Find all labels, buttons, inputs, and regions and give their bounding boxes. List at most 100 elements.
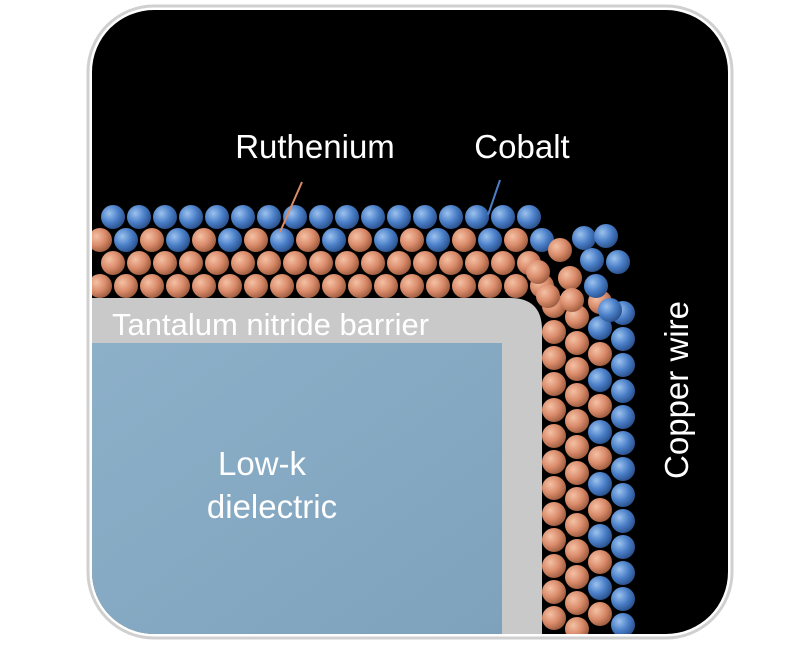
cobalt-atom <box>270 228 294 252</box>
cobalt-atom <box>611 353 635 377</box>
ruthenium-atom <box>244 228 268 252</box>
ruthenium-atom <box>565 617 589 634</box>
cobalt-atom <box>361 205 385 229</box>
ruthenium-atom <box>140 228 164 252</box>
ruthenium-atom <box>257 251 281 275</box>
ruthenium-atom <box>192 274 216 298</box>
ruthenium-atom <box>387 251 411 275</box>
cobalt-atom <box>611 327 635 351</box>
ruthenium-atom <box>588 342 612 366</box>
cobalt-atom <box>588 420 612 444</box>
ruthenium-atom <box>565 383 589 407</box>
ruthenium-atom <box>244 274 268 298</box>
ruthenium-atom <box>542 606 566 630</box>
cobalt-atom <box>606 250 630 274</box>
ruthenium-atom <box>565 435 589 459</box>
ruthenium-atom <box>536 284 560 308</box>
ruthenium-atom <box>270 274 294 298</box>
cobalt-atom <box>153 205 177 229</box>
dielectric-label-line2: dielectric <box>207 488 337 525</box>
ruthenium-label: Ruthenium <box>235 128 395 165</box>
ruthenium-atom <box>588 550 612 574</box>
cobalt-atom <box>387 205 411 229</box>
cobalt-atom <box>580 248 604 272</box>
cobalt-atom <box>218 228 242 252</box>
cobalt-leader-line <box>487 179 501 216</box>
cobalt-atom <box>465 205 489 229</box>
ruthenium-atom <box>565 513 589 537</box>
ruthenium-atom <box>565 409 589 433</box>
cobalt-atom <box>611 457 635 481</box>
cobalt-atom <box>611 379 635 403</box>
cobalt-atom <box>101 205 125 229</box>
cobalt-atom <box>322 228 346 252</box>
barrier-label: Tantalum nitride barrier <box>112 307 429 342</box>
ruthenium-atom <box>542 320 566 344</box>
cobalt-atom <box>478 228 502 252</box>
cobalt-atom <box>374 228 398 252</box>
cobalt-atom <box>439 205 463 229</box>
cobalt-atom <box>257 205 281 229</box>
cobalt-label: Cobalt <box>474 128 569 165</box>
ruthenium-atom <box>542 372 566 396</box>
ruthenium-atom <box>542 580 566 604</box>
cobalt-atom <box>517 205 541 229</box>
ruthenium-atom <box>491 251 515 275</box>
cobalt-atom <box>598 298 622 322</box>
ruthenium-atom <box>542 398 566 422</box>
ruthenium-atom <box>153 251 177 275</box>
cobalt-atom <box>588 576 612 600</box>
ruthenium-atom <box>114 274 138 298</box>
cobalt-atom <box>611 431 635 455</box>
cobalt-atom <box>231 205 255 229</box>
cobalt-atom <box>530 228 554 252</box>
cobalt-atom <box>166 228 190 252</box>
cobalt-atom <box>335 205 359 229</box>
ruthenium-atom <box>400 274 424 298</box>
cobalt-atom <box>572 226 596 250</box>
dielectric-label-line1: Low-k <box>218 445 307 482</box>
ruthenium-atom <box>478 274 502 298</box>
ruthenium-atom <box>92 228 112 252</box>
cobalt-atom <box>588 368 612 392</box>
ruthenium-atom <box>296 274 320 298</box>
ruthenium-atom <box>452 228 476 252</box>
ruthenium-atom <box>565 539 589 563</box>
cobalt-atom <box>426 228 450 252</box>
ruthenium-atom <box>542 346 566 370</box>
ruthenium-atom <box>588 498 612 522</box>
cobalt-atom <box>588 472 612 496</box>
ruthenium-atom <box>542 554 566 578</box>
ruthenium-atom <box>565 565 589 589</box>
ruthenium-atom <box>348 274 372 298</box>
ruthenium-atom <box>542 424 566 448</box>
ruthenium-atom <box>283 251 307 275</box>
ruthenium-atom <box>565 591 589 615</box>
cobalt-atom <box>309 205 333 229</box>
ruthenium-atom <box>565 357 589 381</box>
ruthenium-atom <box>542 528 566 552</box>
ruthenium-atom <box>127 251 151 275</box>
ruthenium-atom <box>439 251 463 275</box>
ruthenium-atom <box>542 450 566 474</box>
ruthenium-atom <box>548 238 572 262</box>
cobalt-atom <box>205 205 229 229</box>
cobalt-atom <box>611 405 635 429</box>
cobalt-atom <box>114 228 138 252</box>
cobalt-atom <box>588 524 612 548</box>
ruthenium-atom <box>565 487 589 511</box>
ruthenium-atom <box>504 228 528 252</box>
cobalt-atom <box>611 587 635 611</box>
ruthenium-atom <box>526 260 550 284</box>
ruthenium-atom <box>361 251 385 275</box>
ruthenium-atom <box>565 331 589 355</box>
ruthenium-atom <box>101 251 125 275</box>
ruthenium-atom <box>558 266 582 290</box>
ruthenium-atom <box>542 502 566 526</box>
ruthenium-atom <box>296 228 320 252</box>
ruthenium-atom <box>231 251 255 275</box>
cobalt-atom <box>611 561 635 585</box>
low-k-dielectric-region <box>92 343 502 634</box>
ruthenium-atom <box>426 274 450 298</box>
